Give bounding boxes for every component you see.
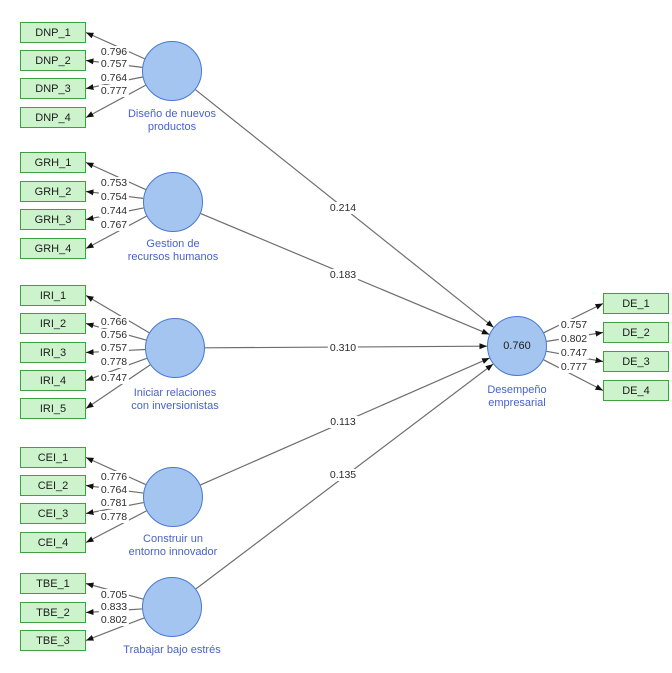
indicator-box-de_2[interactable]: DE_2 xyxy=(603,322,669,343)
indicator-box-de_1[interactable]: DE_1 xyxy=(603,293,669,314)
loading-label-grh_1: 0.753 xyxy=(98,177,130,189)
indicator-box-dnp_4[interactable]: DNP_4 xyxy=(20,107,86,128)
indicator-box-tbe_3[interactable]: TBE_3 xyxy=(20,630,86,651)
indicator-arrow-de_1 xyxy=(543,302,604,334)
path-coefficient-iri-de: 0.310 xyxy=(327,342,359,354)
loading-label-cei_3: 0.781 xyxy=(98,497,130,509)
loading-label-de_4: 0.777 xyxy=(558,361,590,373)
indicator-arrow-dnp_4 xyxy=(85,84,146,119)
construct-label-line: entorno innovador xyxy=(128,546,218,558)
loading-label-grh_4: 0.767 xyxy=(98,219,130,231)
loading-label-grh_2: 0.754 xyxy=(98,191,130,203)
indicator-arrow-iri_1 xyxy=(85,294,150,334)
indicator-box-iri_4[interactable]: IRI_4 xyxy=(20,370,86,391)
construct-label-line: Iniciar relaciones xyxy=(133,387,217,399)
construct-circle-iri[interactable] xyxy=(145,318,205,378)
loading-label-cei_2: 0.764 xyxy=(98,484,130,496)
construct-circle-de[interactable]: 0.760 xyxy=(487,316,547,376)
indicator-arrow-dnp_1 xyxy=(85,31,145,60)
indicator-box-iri_2[interactable]: IRI_2 xyxy=(20,313,86,334)
loading-label-tbe_3: 0.802 xyxy=(98,614,130,626)
loading-label-de_3: 0.747 xyxy=(558,347,590,359)
indicator-box-tbe_2[interactable]: TBE_2 xyxy=(20,602,86,623)
indicator-box-iri_3[interactable]: IRI_3 xyxy=(20,342,86,363)
indicator-arrow-iri_5 xyxy=(85,364,151,409)
indicator-arrow-iri_4 xyxy=(85,357,148,382)
indicator-box-dnp_2[interactable]: DNP_2 xyxy=(20,50,86,71)
path-coefficient-dnp-de: 0.214 xyxy=(327,202,359,214)
indicator-box-cei_1[interactable]: CEI_1 xyxy=(20,447,86,468)
indicator-arrow-grh_1 xyxy=(85,161,146,191)
construct-label-line: con inversionistas xyxy=(131,400,219,412)
loading-label-tbe_2: 0.833 xyxy=(98,601,130,613)
construct-circle-cei[interactable] xyxy=(143,467,203,527)
construct-label-tbe: Trabajar bajo estrés xyxy=(123,644,220,657)
indicator-box-iri_5[interactable]: IRI_5 xyxy=(20,398,86,419)
loading-label-iri_1: 0.766 xyxy=(98,316,130,328)
indicator-arrow-tbe_3 xyxy=(85,617,145,642)
indicator-arrow-grh_4 xyxy=(85,215,147,250)
indicator-box-grh_4[interactable]: GRH_4 xyxy=(20,238,86,259)
path-coefficient-tbe-de: 0.135 xyxy=(327,469,359,481)
loading-label-de_2: 0.802 xyxy=(558,333,590,345)
indicator-box-de_3[interactable]: DE_3 xyxy=(603,351,669,372)
indicator-box-cei_2[interactable]: CEI_2 xyxy=(20,475,86,496)
construct-label-line: Gestion de xyxy=(146,238,200,250)
construct-label-line: Construir un xyxy=(143,533,203,545)
loading-label-iri_3: 0.757 xyxy=(98,342,130,354)
indicator-box-cei_4[interactable]: CEI_4 xyxy=(20,532,86,553)
indicator-box-grh_1[interactable]: GRH_1 xyxy=(20,152,86,173)
construct-label-line: Desempeño xyxy=(487,384,547,396)
loading-label-iri_2: 0.756 xyxy=(98,329,130,341)
loading-label-iri_4: 0.778 xyxy=(98,356,130,368)
loading-label-dnp_4: 0.777 xyxy=(98,85,130,97)
indicator-box-dnp_1[interactable]: DNP_1 xyxy=(20,22,86,43)
construct-label-line: recursos humanos xyxy=(127,251,219,263)
loading-label-cei_1: 0.776 xyxy=(98,471,130,483)
loading-label-dnp_3: 0.764 xyxy=(98,72,130,84)
indicator-arrow-cei_4 xyxy=(85,510,147,544)
loading-label-de_1: 0.757 xyxy=(558,319,590,331)
indicator-box-tbe_1[interactable]: TBE_1 xyxy=(20,573,86,594)
indicator-box-iri_1[interactable]: IRI_1 xyxy=(20,285,86,306)
loading-label-cei_4: 0.778 xyxy=(98,511,130,523)
construct-circle-tbe[interactable] xyxy=(142,577,202,637)
path-coefficient-cei-de: 0.113 xyxy=(328,416,358,428)
indicator-box-grh_2[interactable]: GRH_2 xyxy=(20,181,86,202)
indicator-box-cei_3[interactable]: CEI_3 xyxy=(20,503,86,524)
construct-circle-grh[interactable] xyxy=(143,172,203,232)
loading-label-iri_5: 0.747 xyxy=(98,372,130,384)
indicator-box-dnp_3[interactable]: DNP_3 xyxy=(20,78,86,99)
path-coefficient-grh-de: 0.183 xyxy=(327,269,359,281)
indicator-box-grh_3[interactable]: GRH_3 xyxy=(20,209,86,230)
construct-label-line: Trabajar bajo estrés xyxy=(123,644,221,656)
loading-label-dnp_2: 0.757 xyxy=(98,58,130,70)
construct-circle-dnp[interactable] xyxy=(142,41,202,101)
loading-label-grh_3: 0.744 xyxy=(98,205,130,217)
construct-label-line: productos xyxy=(147,121,197,133)
loading-label-tbe_1: 0.705 xyxy=(98,589,130,601)
construct-label-line: Diseño de nuevos xyxy=(127,108,217,120)
loading-label-dnp_1: 0.796 xyxy=(98,46,130,58)
construct-label-line: empresarial xyxy=(488,397,546,409)
indicator-arrow-de_4 xyxy=(543,359,604,392)
indicator-box-de_4[interactable]: DE_4 xyxy=(603,380,669,401)
